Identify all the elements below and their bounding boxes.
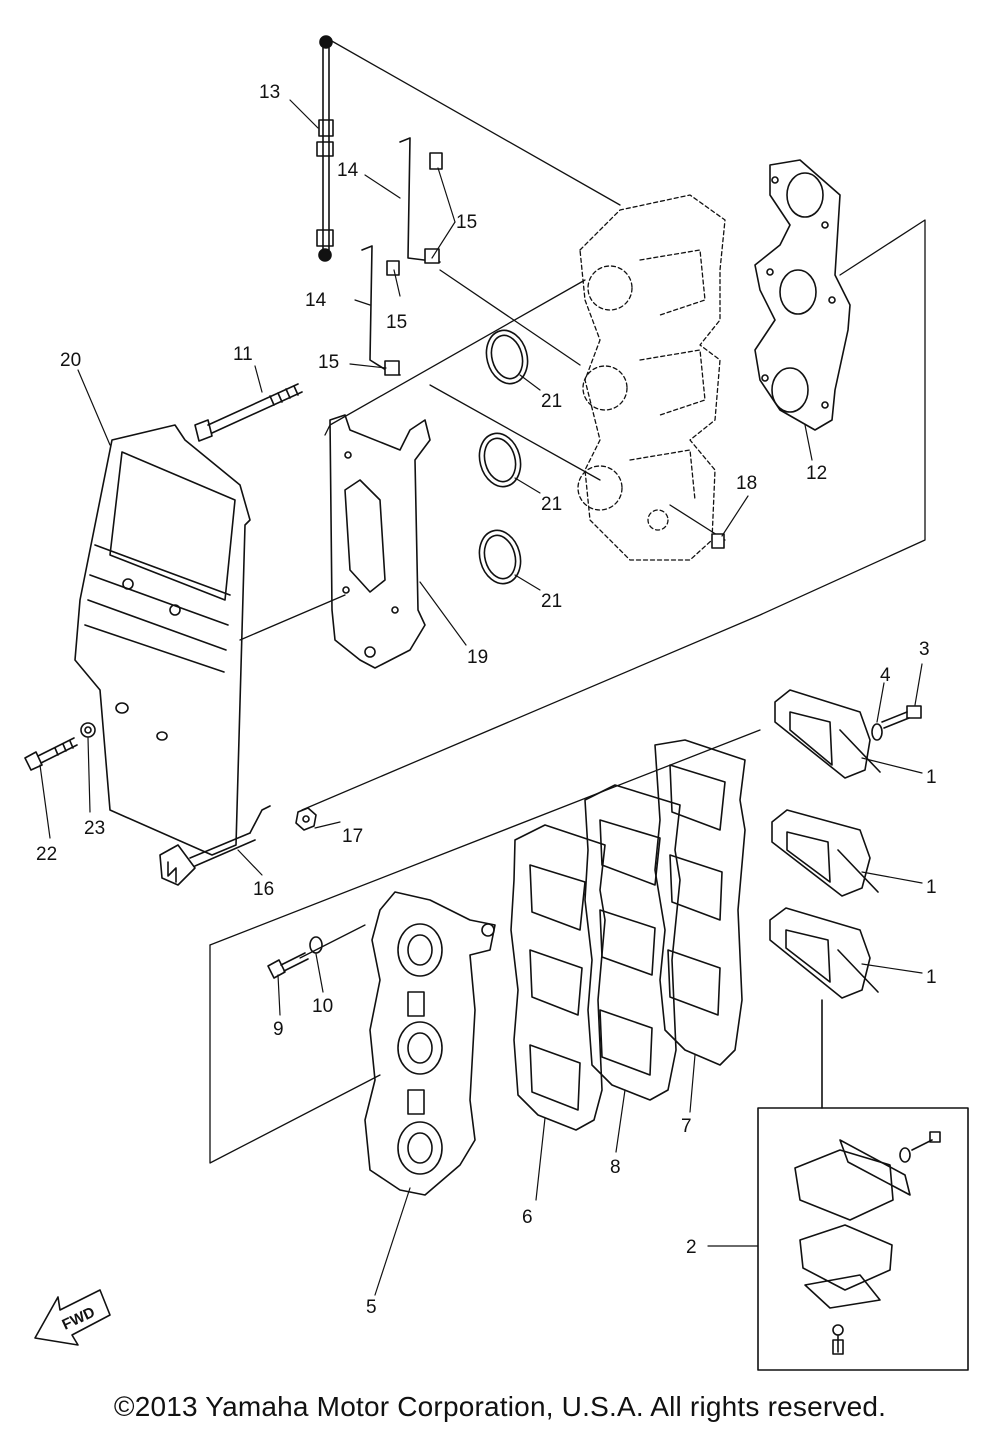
callout-1: 1	[926, 767, 937, 788]
small-clip	[711, 533, 725, 549]
drain-screw	[159, 805, 271, 886]
callout-10: 10	[312, 996, 333, 1017]
clips	[384, 152, 443, 376]
washer-4	[871, 723, 883, 741]
bracket-plate	[329, 414, 431, 669]
callout-6: 6	[522, 1207, 533, 1228]
manifold	[364, 891, 496, 1196]
assembly-lines	[209, 39, 926, 1164]
callout-5: 5	[366, 1297, 377, 1318]
callout-1: 1	[926, 877, 937, 898]
gasket-6	[510, 824, 606, 1131]
nut	[295, 807, 317, 831]
callout-21: 21	[541, 494, 562, 515]
bolt-3	[881, 705, 922, 729]
leader-lines	[39, 99, 923, 1296]
silencer-cover	[74, 424, 251, 856]
callout-13: 13	[259, 82, 280, 103]
callout-20: 20	[60, 350, 81, 371]
callout-15: 15	[318, 352, 339, 373]
callout-19: 19	[467, 647, 488, 668]
callout-1: 1	[926, 967, 937, 988]
callout-23: 23	[84, 818, 105, 839]
callout-8: 8	[610, 1157, 621, 1178]
washer-10	[309, 936, 323, 954]
copyright-notice: ©2013 Yamaha Motor Corporation, U.S.A. A…	[113, 1391, 887, 1422]
callout-15: 15	[456, 212, 477, 233]
callout-22: 22	[36, 844, 57, 865]
callout-labels: 1 1 1 2 3 4 5 6 7 8 9 10 11 12 13 14 14 …	[36, 82, 937, 1318]
o-rings	[478, 329, 529, 585]
callout-21: 21	[541, 391, 562, 412]
reed-valves	[769, 689, 881, 999]
callout-14: 14	[337, 160, 359, 181]
gasket-8	[584, 784, 681, 1101]
callout-3: 3	[919, 639, 930, 660]
linkage-rod	[316, 35, 334, 262]
rod-upper	[399, 137, 441, 263]
bolt-22	[24, 737, 78, 771]
fwd-arrow-icon	[34, 1289, 111, 1346]
callout-16: 16	[253, 879, 274, 900]
carburetor-outlines	[577, 194, 726, 561]
gasket-7	[654, 739, 746, 1066]
callout-14: 14	[305, 290, 327, 311]
callout-21: 21	[541, 591, 562, 612]
callout-9: 9	[273, 1019, 284, 1040]
washer-23	[80, 722, 96, 738]
callout-11: 11	[233, 344, 253, 365]
intake-gasket-top	[754, 159, 851, 431]
callout-17: 17	[342, 826, 363, 847]
callout-18: 18	[736, 473, 757, 494]
callout-12: 12	[806, 463, 827, 484]
callout-15: 15	[386, 312, 407, 333]
callout-4: 4	[880, 665, 891, 686]
callout-2: 2	[686, 1237, 697, 1258]
callout-7: 7	[681, 1116, 692, 1137]
bolt-9	[267, 952, 309, 979]
reed-valve-assembly-inset	[757, 999, 969, 1371]
long-bolt	[194, 383, 303, 442]
